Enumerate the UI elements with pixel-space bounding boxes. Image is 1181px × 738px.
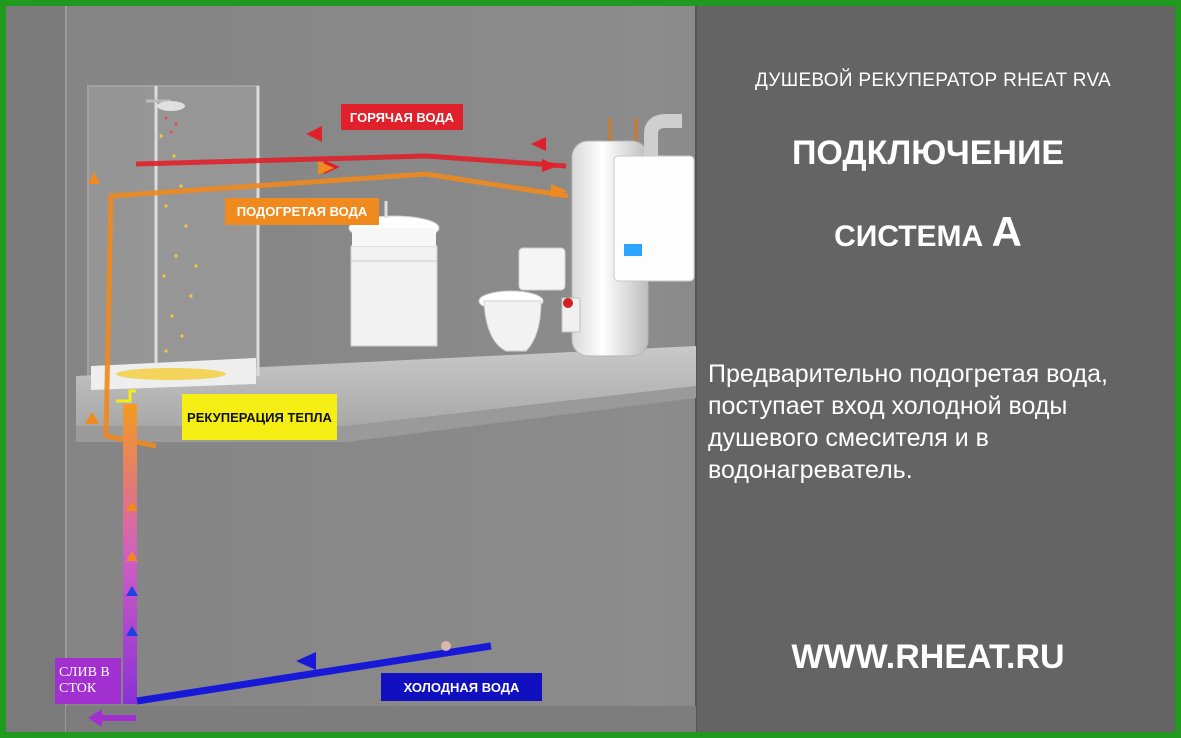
heat-recovery-label: РЕКУПЕРАЦИЯ ТЕПЛА — [182, 394, 337, 440]
system-label: СИСТЕМА — [834, 220, 984, 253]
description-text: Предварительно подогретая вода, поступае… — [708, 360, 1108, 484]
recuperator-pipe — [116, 389, 138, 704]
drain-label: СЛИВ В СТОК — [55, 658, 121, 704]
warm-water-label: ПОДОГРЕТАЯ ВОДА — [225, 198, 379, 225]
system-letter: А — [991, 208, 1022, 255]
cold-water-pipe — [136, 641, 492, 705]
warm-water-pipe — [85, 161, 569, 449]
website-url: WWW.RHEAT.RU — [791, 638, 1065, 676]
hot-water-label: ГОРЯЧАЯ ВОДА — [341, 104, 463, 130]
system-heading: СИСТЕМА А — [698, 208, 1158, 256]
connection-heading: ПОДКЛЮЧЕНИЕ — [791, 134, 1065, 172]
hot-water-pipe — [135, 126, 567, 174]
cold-water-label: ХОЛОДНАЯ ВОДА — [381, 673, 542, 701]
product-title: ДУШЕВОЙ РЕКУПЕРАТОР RHEAT RVA — [754, 70, 1112, 91]
drain-arrow — [88, 709, 136, 727]
